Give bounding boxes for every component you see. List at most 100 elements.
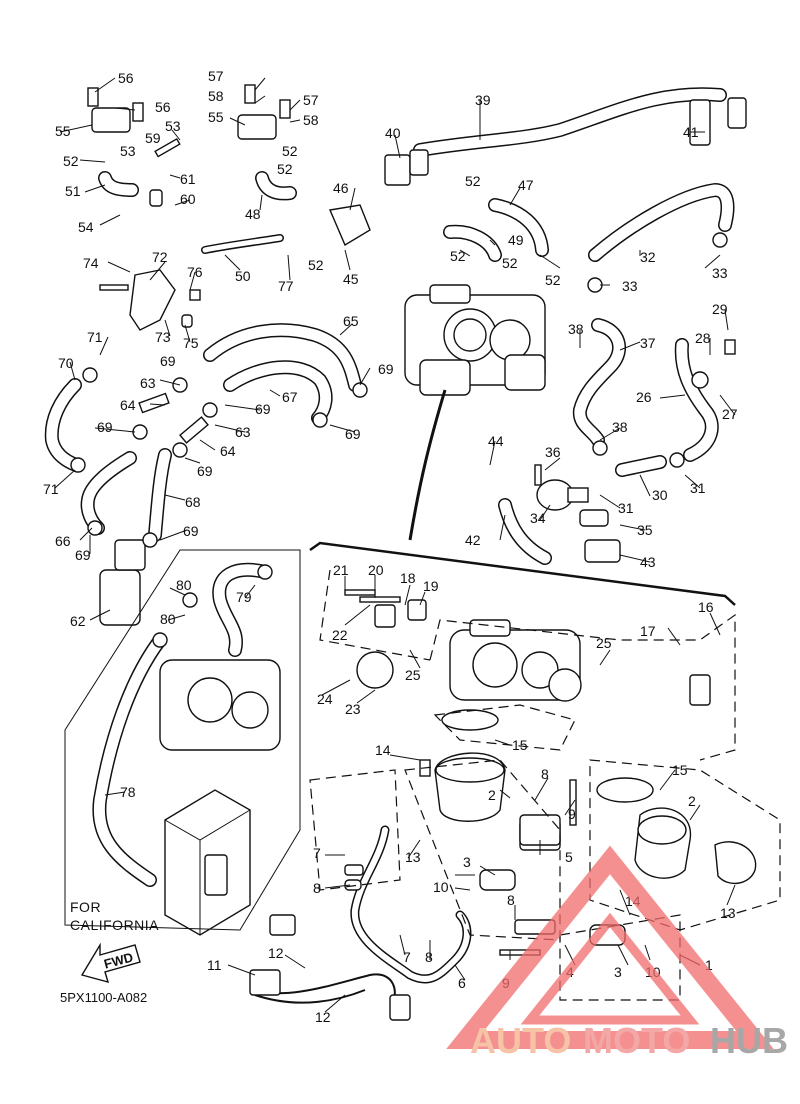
callout-69: 69 bbox=[345, 426, 361, 442]
callout-71: 71 bbox=[43, 481, 59, 497]
charcoal-canister bbox=[164, 789, 251, 936]
callout-52: 52 bbox=[502, 255, 518, 271]
callout-25: 25 bbox=[596, 635, 612, 651]
callout-42: 42 bbox=[465, 532, 481, 548]
callout-64: 64 bbox=[220, 443, 236, 459]
callout-34: 34 bbox=[530, 510, 546, 526]
callout-22: 22 bbox=[332, 627, 348, 643]
callout-20: 20 bbox=[368, 562, 384, 578]
callout-18: 18 bbox=[400, 570, 416, 586]
fwd-label: FWD bbox=[102, 949, 134, 971]
callout-25: 25 bbox=[405, 667, 421, 683]
callout-52: 52 bbox=[450, 248, 466, 264]
callout-79: 79 bbox=[236, 589, 252, 605]
callout-17: 17 bbox=[640, 623, 656, 639]
callout-61: 61 bbox=[180, 171, 196, 187]
callout-33: 33 bbox=[622, 278, 638, 294]
callout-77: 77 bbox=[278, 278, 294, 294]
callout-69: 69 bbox=[97, 419, 113, 435]
callout-39: 39 bbox=[475, 92, 491, 108]
callout-16: 16 bbox=[698, 599, 714, 615]
callout-12: 12 bbox=[315, 1009, 331, 1025]
watermark-hub: HUB bbox=[710, 1020, 788, 1061]
callout-69: 69 bbox=[197, 463, 213, 479]
callout-8: 8 bbox=[313, 880, 321, 896]
callout-3: 3 bbox=[463, 854, 471, 870]
diagram-code: 5PX1100-A082 bbox=[60, 990, 147, 1005]
callout-38: 38 bbox=[612, 419, 628, 435]
callout-8: 8 bbox=[507, 892, 515, 908]
callout-69: 69 bbox=[160, 353, 176, 369]
callout-58: 58 bbox=[208, 88, 224, 104]
callout-58: 58 bbox=[303, 112, 319, 128]
callout-70: 70 bbox=[58, 355, 74, 371]
callout-32: 32 bbox=[640, 249, 656, 265]
callout-59: 59 bbox=[145, 130, 161, 146]
callout-73: 73 bbox=[155, 329, 171, 345]
callout-28: 28 bbox=[695, 330, 711, 346]
throttle-body-upper bbox=[404, 284, 546, 396]
callout-75: 75 bbox=[183, 335, 199, 351]
callout-3: 3 bbox=[614, 964, 622, 980]
hose-group bbox=[44, 87, 735, 1006]
callout-48: 48 bbox=[245, 206, 261, 222]
callout-52: 52 bbox=[308, 257, 324, 273]
callout-53: 53 bbox=[120, 143, 136, 159]
callout-69: 69 bbox=[183, 523, 199, 539]
callout-1: 1 bbox=[705, 957, 713, 973]
callout-68: 68 bbox=[185, 494, 201, 510]
callout-13: 13 bbox=[405, 849, 421, 865]
callout-65: 65 bbox=[343, 313, 359, 329]
callout-44: 44 bbox=[488, 433, 504, 449]
callout-52: 52 bbox=[282, 143, 298, 159]
callout-6: 6 bbox=[458, 975, 466, 991]
callout-31: 31 bbox=[618, 500, 634, 516]
callout-56: 56 bbox=[118, 70, 134, 86]
callout-13: 13 bbox=[720, 905, 736, 921]
callout-60: 60 bbox=[180, 191, 196, 207]
inset-caption-line2: CALIFORNIA bbox=[70, 917, 159, 933]
callout-62: 62 bbox=[70, 613, 86, 629]
small-parts bbox=[70, 84, 747, 1021]
callout-63: 63 bbox=[140, 375, 156, 391]
callout-52: 52 bbox=[545, 272, 561, 288]
callout-57: 57 bbox=[303, 92, 319, 108]
callout-37: 37 bbox=[640, 335, 656, 351]
callout-9: 9 bbox=[568, 806, 576, 822]
callout-36: 36 bbox=[545, 444, 561, 460]
callout-40: 40 bbox=[385, 125, 401, 141]
intake-joint bbox=[434, 709, 757, 885]
callout-51: 51 bbox=[65, 183, 81, 199]
callout-8: 8 bbox=[425, 949, 433, 965]
inset-caption-line1: FOR bbox=[70, 899, 101, 915]
callout-2: 2 bbox=[488, 787, 496, 803]
callout-33: 33 bbox=[712, 265, 728, 281]
callout-57: 57 bbox=[208, 68, 224, 84]
callout-69: 69 bbox=[75, 547, 91, 563]
callout-8: 8 bbox=[541, 766, 549, 782]
callout-26: 26 bbox=[636, 389, 652, 405]
callout-41: 41 bbox=[683, 124, 699, 140]
callout-31: 31 bbox=[690, 480, 706, 496]
callout-78: 78 bbox=[120, 784, 136, 800]
callout-64: 64 bbox=[120, 397, 136, 413]
watermark-moto: MOTO bbox=[583, 1020, 690, 1061]
watermark-auto: AUTO bbox=[470, 1020, 571, 1061]
callout-38: 38 bbox=[568, 321, 584, 337]
callout-76: 76 bbox=[187, 264, 203, 280]
bracket-72 bbox=[129, 269, 176, 331]
callout-24: 24 bbox=[317, 691, 333, 707]
callout-21: 21 bbox=[333, 562, 349, 578]
callout-72: 72 bbox=[152, 249, 168, 265]
callout-14: 14 bbox=[375, 742, 391, 758]
callout-74: 74 bbox=[83, 255, 99, 271]
watermark-triangle bbox=[446, 845, 774, 1049]
callout-15: 15 bbox=[512, 737, 528, 753]
callout-50: 50 bbox=[235, 268, 251, 284]
callout-67: 67 bbox=[282, 389, 298, 405]
callout-29: 29 bbox=[712, 301, 728, 317]
callout-47: 47 bbox=[518, 177, 534, 193]
callout-12: 12 bbox=[268, 945, 284, 961]
callout-35: 35 bbox=[637, 522, 653, 538]
callout-54: 54 bbox=[78, 219, 94, 235]
